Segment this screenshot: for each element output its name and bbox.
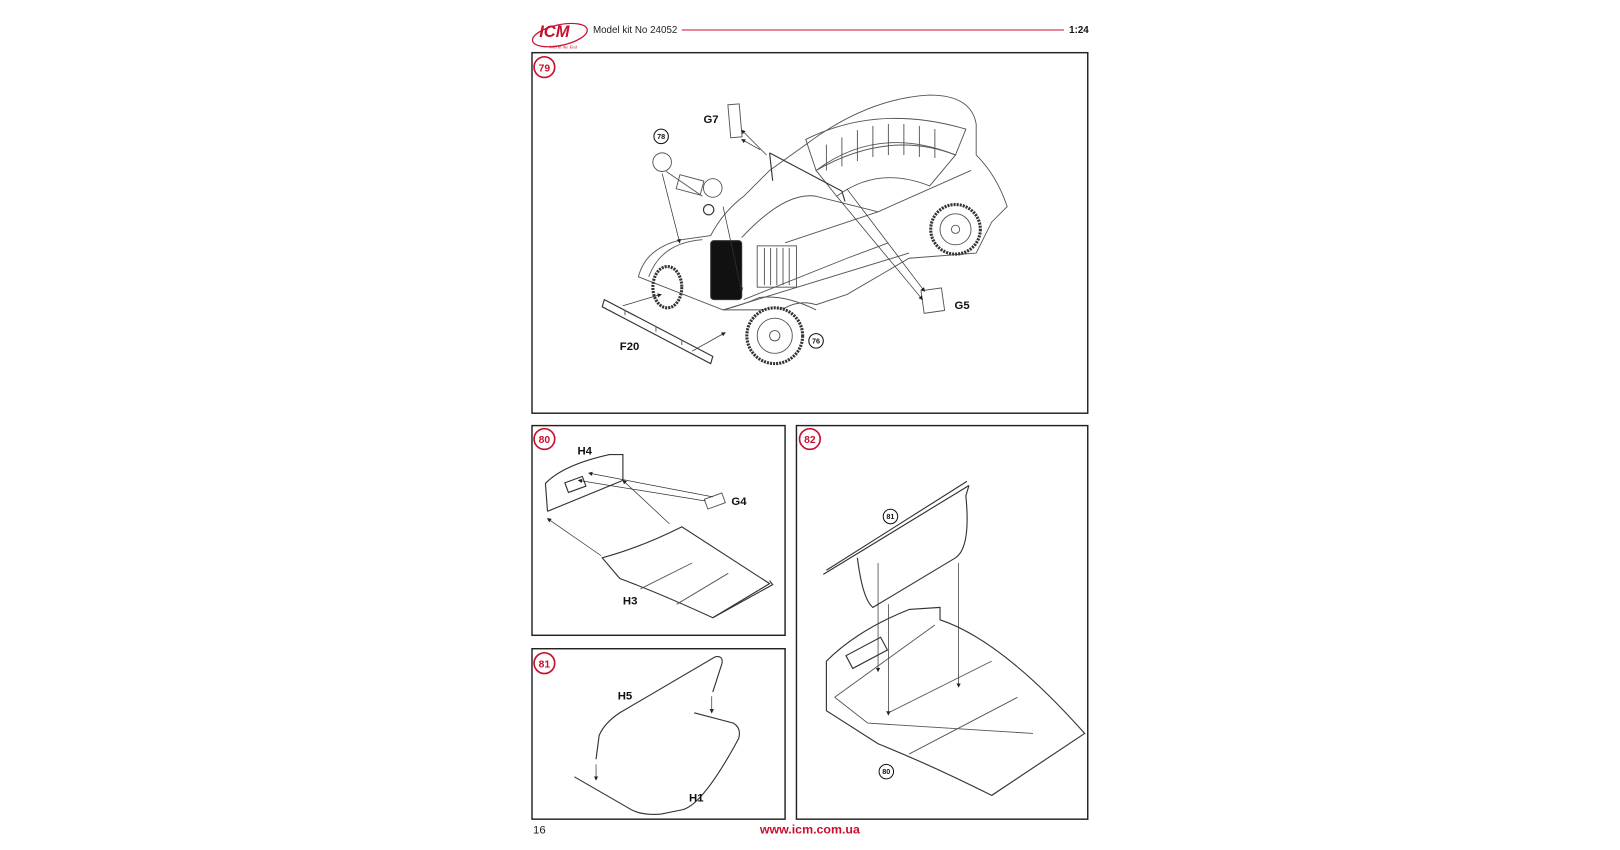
step-reference-81: 81 — [886, 512, 894, 521]
step-number: 80 — [539, 435, 551, 446]
seat-assembly-80 — [825, 606, 1086, 797]
part-h1-frame — [574, 712, 741, 815]
model-kit-number: Model kit No 24052 — [593, 25, 677, 36]
step-80-panel: 80 H4 G4 H3 — [531, 424, 786, 637]
step-reference-76: 76 — [812, 336, 820, 345]
headlamp — [652, 152, 672, 172]
frame-assembly-81 — [823, 480, 970, 609]
front-right-wheel — [745, 306, 805, 366]
page-number: 16 — [533, 825, 546, 837]
part-label-g4: G4 — [731, 496, 747, 508]
website-link[interactable]: www.icm.com.ua — [759, 823, 860, 837]
step-number: 79 — [539, 63, 551, 74]
part-label-g5: G5 — [954, 300, 969, 312]
license-plate — [675, 174, 705, 196]
step-number: 82 — [804, 435, 816, 446]
icm-logo: ICM Win in the End — [531, 22, 588, 51]
step-number-badge — [533, 55, 556, 79]
rear-wheel — [929, 202, 982, 256]
part-g4 — [703, 492, 726, 510]
part-h5-frame — [595, 656, 723, 760]
part-g5 — [920, 287, 946, 314]
front-left-wheel — [651, 264, 684, 310]
part-g7 — [727, 103, 743, 139]
step-reference-78: 78 — [657, 132, 665, 141]
svg-text:Win in the End: Win in the End — [550, 46, 578, 51]
part-label-h1: H1 — [689, 793, 704, 805]
svg-text:ICM: ICM — [539, 22, 571, 41]
step-number: 81 — [539, 659, 551, 670]
step-81-panel: 81 H5 H1 — [531, 648, 786, 820]
part-label-h3: H3 — [623, 595, 638, 607]
part-label-h5: H5 — [618, 690, 633, 702]
floor-h3 — [601, 526, 774, 619]
car-drawing — [601, 94, 1008, 366]
part-label-h4: H4 — [577, 446, 592, 458]
scale-label: 1:24 — [1069, 25, 1089, 36]
part-label-f20: F20 — [620, 341, 640, 353]
part-label-g7: G7 — [703, 114, 718, 126]
step-reference-80: 80 — [882, 767, 890, 776]
step-79-panel: 79 — [531, 51, 1089, 414]
step-82-panel: 82 81 80 — [795, 424, 1089, 820]
part-f20-bumper — [601, 298, 714, 365]
headlamp — [703, 178, 723, 198]
seat-back-h4 — [544, 453, 624, 512]
